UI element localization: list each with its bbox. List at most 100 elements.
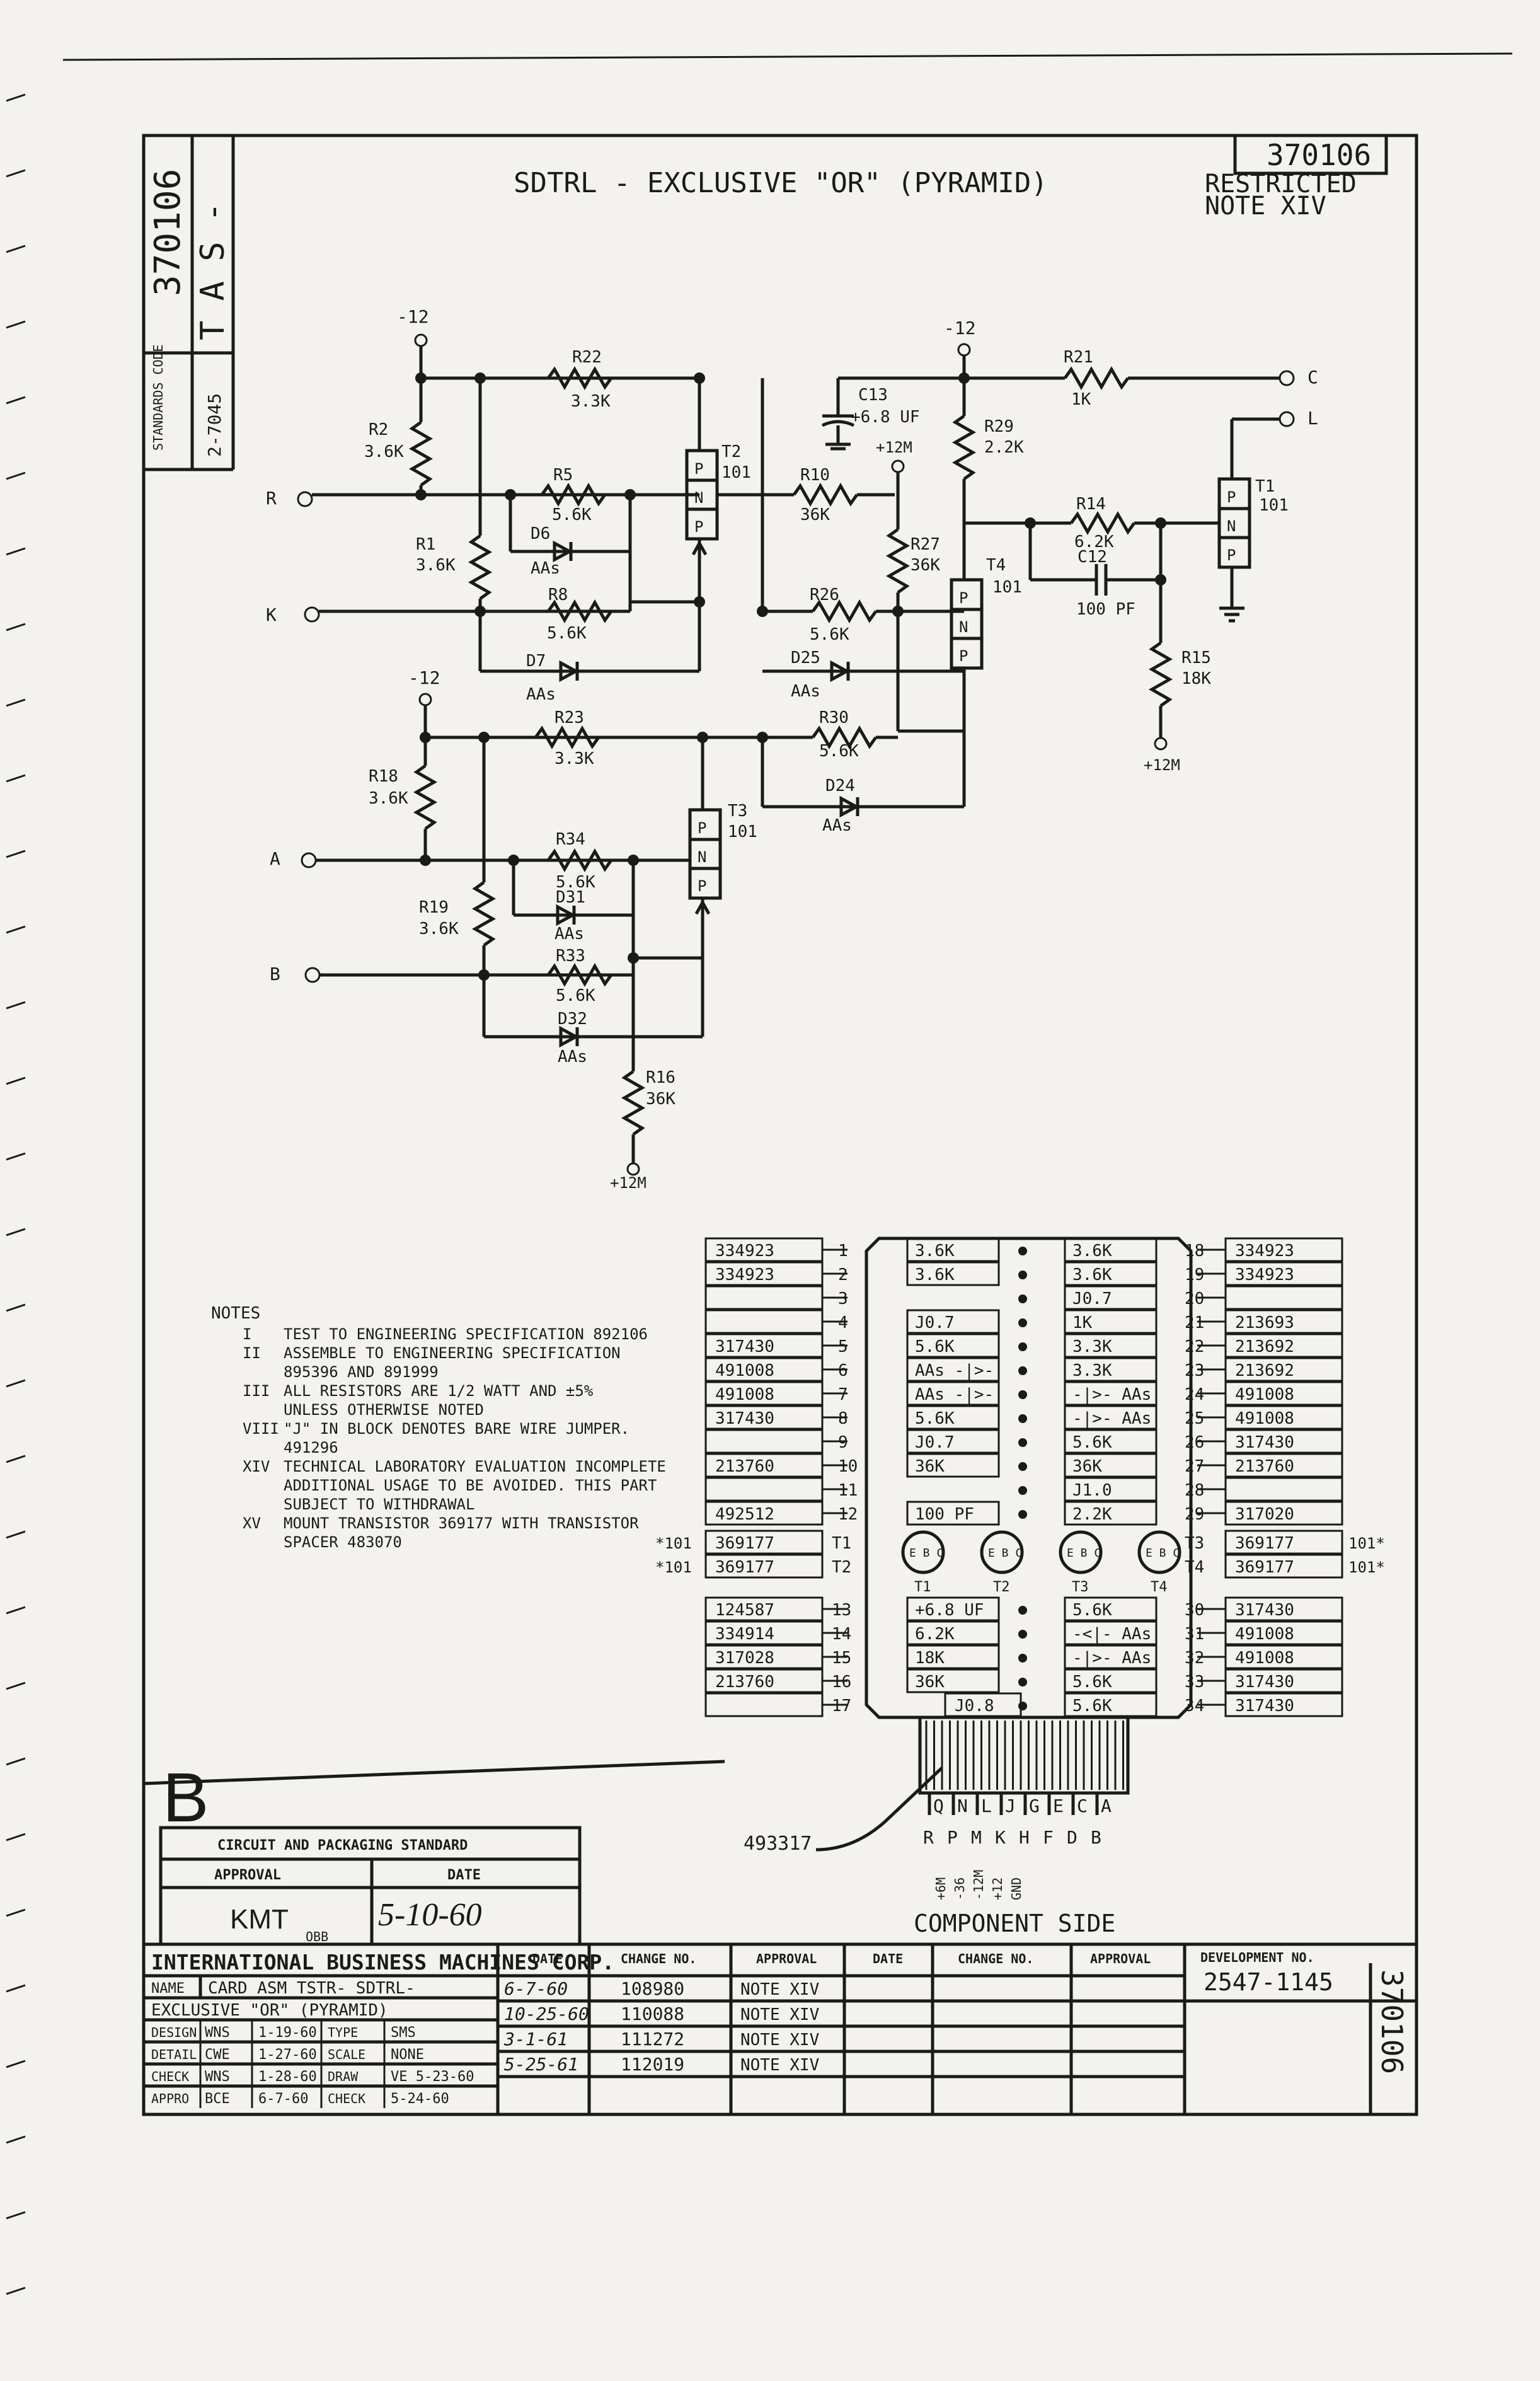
component-cell xyxy=(906,1501,1000,1526)
part-number-cell: 334923 xyxy=(1235,1265,1294,1284)
pin-label: T3 xyxy=(1185,1534,1204,1553)
component-cell xyxy=(906,1381,1000,1406)
r19-value: 3.6K xyxy=(419,920,459,938)
socket-pins: E B C xyxy=(1067,1547,1101,1560)
r23-ref: R23 xyxy=(555,708,584,727)
r29-value: 2.2K xyxy=(984,438,1024,457)
tb-row-value2: SMS xyxy=(391,2025,416,2041)
r26-value: 5.6K xyxy=(810,625,849,644)
transistor-mark: *101 xyxy=(655,1559,692,1576)
r2-value: 3.6K xyxy=(364,442,404,461)
part-cell xyxy=(704,1309,824,1334)
output-c-label: C xyxy=(1307,367,1318,388)
component-cell xyxy=(906,1620,1000,1646)
part-number-cell: 334923 xyxy=(715,1242,774,1260)
component-value: 18K xyxy=(915,1649,945,1668)
component-cell xyxy=(906,1333,1000,1358)
r21-ref: R21 xyxy=(1064,348,1093,367)
input-a-label: A xyxy=(270,848,280,869)
part-number-cell: 491008 xyxy=(1235,1409,1294,1428)
part-number-cell: 491008 xyxy=(1235,1385,1294,1404)
restricted-note: NOTE XIV xyxy=(1205,192,1326,221)
part-number-cell: 334923 xyxy=(715,1265,774,1284)
input-b-label: B xyxy=(270,964,280,984)
component-cell xyxy=(1064,1429,1158,1454)
via-dot xyxy=(1018,1366,1027,1375)
d6-ref: D6 xyxy=(531,524,550,543)
part-cell xyxy=(1224,1554,1343,1579)
card-outline xyxy=(865,1237,1193,1719)
pin-label: 33 xyxy=(1185,1673,1204,1692)
component-cell xyxy=(1064,1596,1158,1622)
r1-value: 3.6K xyxy=(416,556,456,575)
pin-label: 14 xyxy=(832,1625,851,1644)
r8-value: 5.6K xyxy=(547,624,587,643)
tb-row-value2: NONE xyxy=(391,2047,424,2063)
note-text: TECHNICAL LABORATORY EVALUATION INCOMPLE… xyxy=(284,1458,666,1475)
note-text: SUBJECT TO WITHDRAWAL xyxy=(284,1496,474,1513)
pin-label: 27 xyxy=(1185,1457,1204,1476)
tab-letter-bottom: M xyxy=(971,1827,982,1848)
part-number-cell: 213693 xyxy=(1235,1313,1294,1332)
part-number-cell: 317430 xyxy=(1235,1433,1294,1452)
part-number-cell: 369177 xyxy=(715,1534,774,1553)
via-dot xyxy=(1018,1630,1027,1639)
pin-label: T4 xyxy=(1185,1558,1204,1577)
note-text: MOUNT TRANSISTOR 369177 WITH TRANSISTOR xyxy=(284,1514,639,1532)
pin-label: 12 xyxy=(838,1505,858,1524)
r2-ref: R2 xyxy=(369,420,388,439)
change-date: 3-1-61 xyxy=(503,2029,568,2050)
d32-value: AAs xyxy=(558,1047,587,1066)
svg-text:N: N xyxy=(694,489,703,507)
standards-label: STANDARDS CODE xyxy=(151,344,166,451)
r10-value: 36K xyxy=(800,505,830,524)
part-cell xyxy=(1224,1477,1343,1502)
component-value: AAs -|>- xyxy=(915,1385,994,1404)
component-value: 36K xyxy=(915,1673,945,1692)
jumper-bottom: J0.8 xyxy=(955,1697,994,1715)
tab-letter-bottom: H xyxy=(1019,1827,1030,1848)
tab-letter-bottom: P xyxy=(947,1827,958,1848)
component-cell xyxy=(1064,1477,1158,1502)
part-cell xyxy=(704,1285,824,1310)
component-value: -|>- AAs xyxy=(1072,1409,1151,1428)
t4-ref: T4 xyxy=(986,556,1006,575)
component-cell xyxy=(906,1668,1000,1693)
r18-ref: R18 xyxy=(369,767,398,786)
component-value: -<|- AAs xyxy=(1072,1625,1151,1644)
part-number-cell: 317430 xyxy=(715,1337,774,1356)
note-number: III xyxy=(243,1382,270,1400)
t3-type: 101 xyxy=(728,822,757,841)
r33-ref: R33 xyxy=(556,947,585,966)
note-text: ASSEMBLE TO ENGINEERING SPECIFICATION xyxy=(284,1344,621,1362)
tab-supply-label: -36 xyxy=(952,1877,967,1900)
note-text: "J" IN BLOCK DENOTES BARE WIRE JUMPER. xyxy=(284,1420,629,1438)
r23-value: 3.3K xyxy=(555,749,594,768)
approval-col1: APPROVAL xyxy=(214,1867,281,1883)
tb-row-value: WNS xyxy=(205,2069,230,2085)
approval-block: CIRCUIT AND PACKAGING STANDARD APPROVAL … xyxy=(159,1826,582,1946)
part-cell xyxy=(704,1429,824,1454)
note-text: ADDITIONAL USAGE TO BE AVOIDED. THIS PAR… xyxy=(284,1477,657,1494)
r21-value: 1K xyxy=(1071,390,1091,409)
tb-row-date: 1-28-60 xyxy=(258,2069,317,2085)
via-dot xyxy=(1018,1342,1027,1351)
note-text: 895396 AND 891999 xyxy=(284,1363,439,1381)
pin-label: 21 xyxy=(1185,1313,1204,1332)
component-cell xyxy=(906,1357,1000,1382)
note-text: TEST TO ENGINEERING SPECIFICATION 892106 xyxy=(284,1325,648,1343)
transistor-socket xyxy=(901,1530,945,1574)
tab-letter-top: N xyxy=(957,1796,968,1816)
via-dot xyxy=(1018,1654,1027,1663)
change-approval: NOTE XIV xyxy=(740,2056,819,2075)
part-number-cell: 213760 xyxy=(1235,1457,1294,1476)
r16-supply: +12M xyxy=(610,1174,646,1192)
part-cell xyxy=(704,1554,824,1579)
r27-ref: R27 xyxy=(911,535,940,554)
r22-value: 3.3K xyxy=(571,392,611,411)
r30-ref: R30 xyxy=(819,708,849,727)
tab-supply-label: -12M xyxy=(971,1870,986,1900)
component-value: 5.6K xyxy=(1072,1601,1112,1620)
